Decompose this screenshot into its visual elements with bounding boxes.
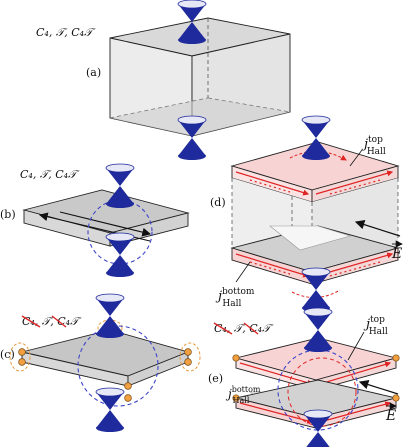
panel-a: C₄, 𝒯, C₄𝒯 (a) xyxy=(36,0,291,161)
panel-d-tag: (d) xyxy=(210,196,226,209)
dirac-cone-bottom-icon xyxy=(177,115,207,161)
dirac-cone-top-icon xyxy=(303,307,333,353)
dirac-cone-top-icon xyxy=(95,293,125,339)
hall-current-top xyxy=(235,170,394,196)
svg-text:C₄, 𝒯, C₄𝒯: C₄, 𝒯, C₄𝒯 xyxy=(214,322,274,335)
svg-text:C₄, 𝒯, C₄𝒯: C₄, 𝒯, C₄𝒯 xyxy=(22,315,82,328)
panel-c: C₄, 𝒯, C₄𝒯 (c) xyxy=(0,293,201,433)
dirac-cone-top-icon xyxy=(301,115,331,161)
dirac-cone-bottom-icon xyxy=(105,232,135,278)
electric-field-label: E xyxy=(391,246,402,262)
panel-a-tag: (a) xyxy=(86,66,101,79)
panel-e-tag: (e) xyxy=(208,372,223,385)
electric-field-label: E xyxy=(385,408,396,424)
kept-symmetry: , C₄𝒯 xyxy=(50,315,82,328)
panel-c-tag: (c) xyxy=(0,348,15,361)
hall-current-bottom xyxy=(239,401,392,424)
dirac-cone-bottom-icon xyxy=(301,267,331,313)
dirac-cone-top-icon xyxy=(105,163,135,209)
panel-b-tag: (b) xyxy=(0,208,16,221)
panel-b-symmetry: C₄, 𝒯, C₄𝒯 xyxy=(20,168,80,181)
dirac-cone-bottom-icon xyxy=(95,387,125,433)
panel-b: C₄, 𝒯, C₄𝒯 (b) xyxy=(0,163,190,278)
hinge-corner-dots xyxy=(18,326,192,402)
panel-a-symmetry: C₄, 𝒯, C₄𝒯 xyxy=(36,26,96,39)
